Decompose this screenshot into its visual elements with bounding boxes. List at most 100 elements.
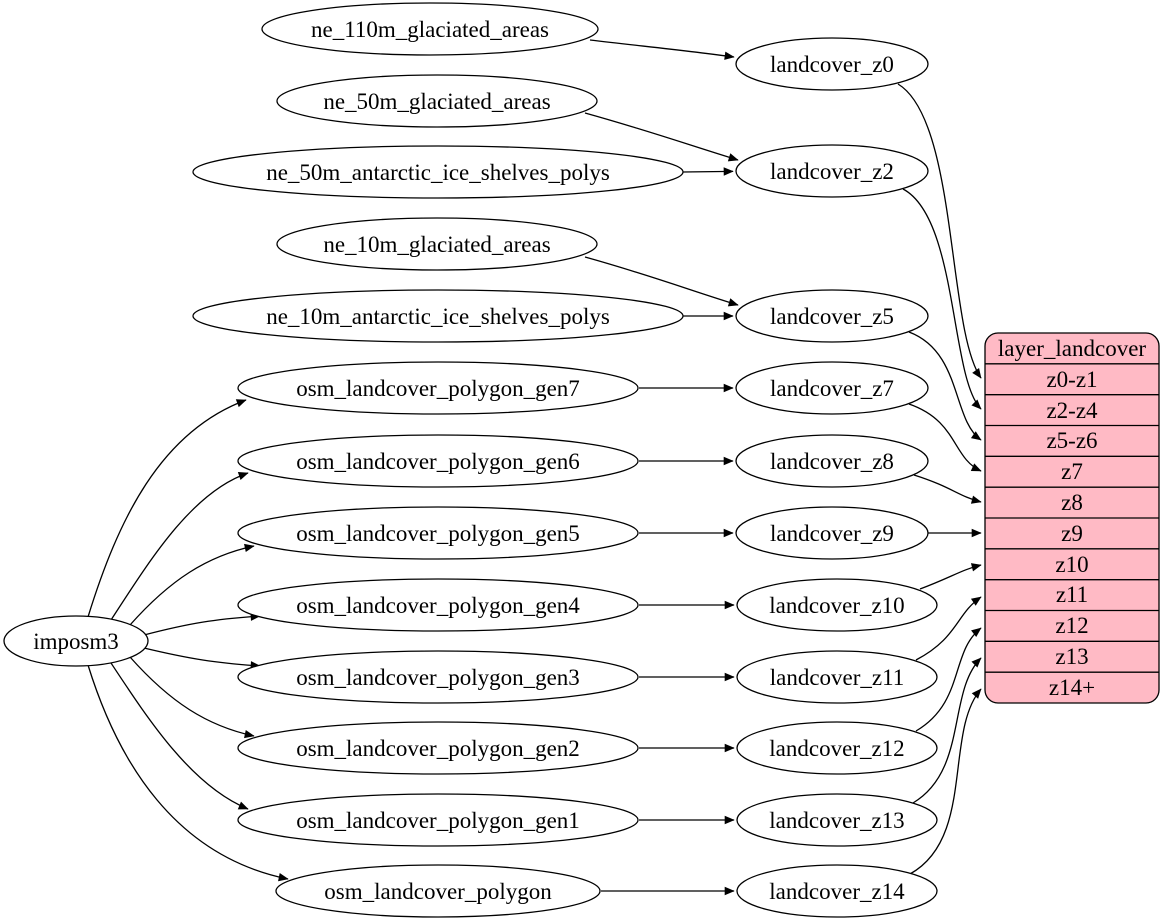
node-landcover-z10: landcover_z10 [736, 578, 938, 632]
node-osm-landcover-polygon-gen4: osm_landcover_polygon_gen4 [237, 578, 639, 632]
node-layer-landcover: layer_landcover z0-z1 z2-z4 z5-z6 z7 z8 … [984, 332, 1160, 704]
node-shape [237, 506, 639, 560]
node-shape [735, 144, 929, 198]
node-label: landcover_z12 [769, 736, 904, 761]
edge-imposm3-to-osm-landcover-polygon-gen4 [143, 612, 261, 636]
edge-ne-50m-glaciated-areas-to-landcover-z2 [584, 112, 739, 162]
edge-landcover-z5-to-row-z5-z6 [908, 331, 982, 441]
node-landcover-z2: landcover_z2 [735, 144, 929, 198]
record-row-z13: z13 [1055, 644, 1088, 669]
node-label: landcover_z7 [770, 376, 894, 401]
node-label: imposm3 [33, 629, 119, 654]
node-shape [275, 864, 601, 918]
node-label: landcover_z0 [770, 52, 894, 77]
node-label: osm_landcover_polygon [324, 879, 552, 904]
node-osm-landcover-polygon: osm_landcover_polygon [275, 864, 601, 918]
node-shape [192, 145, 684, 199]
record-row-z2-z4: z2-z4 [1046, 398, 1098, 423]
node-osm-landcover-polygon-gen5: osm_landcover_polygon_gen5 [237, 506, 639, 560]
node-shape [736, 578, 938, 632]
record-row-z8: z8 [1061, 490, 1083, 515]
node-shape [735, 434, 929, 488]
node-ne-10m-antarctic-ice-shelves-polys: ne_10m_antarctic_ice_shelves_polys [192, 289, 684, 343]
edge-landcover-z12-to-row-z12 [915, 627, 982, 732]
node-label: osm_landcover_polygon_gen4 [296, 593, 580, 618]
edge-imposm3-to-osm-landcover-polygon-gen7 [87, 399, 247, 618]
record-row-z5-z6: z5-z6 [1046, 428, 1097, 453]
record-row-z10: z10 [1055, 552, 1088, 577]
edge-imposm3-to-osm-landcover-polygon [87, 664, 289, 882]
node-label: landcover_z10 [769, 593, 904, 618]
record-title: layer_landcover [998, 336, 1146, 361]
node-label: landcover_z9 [770, 521, 894, 546]
edge-landcover-z13-to-row-z13 [912, 657, 982, 804]
edge-imposm3-to-osm-landcover-polygon-gen1 [110, 662, 249, 810]
node-ne-10m-glaciated-areas: ne_10m_glaciated_areas [276, 217, 598, 271]
node-label: osm_landcover_polygon_gen6 [296, 449, 580, 474]
edge-imposm3-to-osm-landcover-polygon-gen3 [143, 647, 261, 670]
record-row-z11: z11 [1056, 582, 1088, 607]
node-landcover-z8: landcover_z8 [735, 434, 929, 488]
node-label: osm_landcover_polygon_gen1 [296, 808, 580, 833]
node-label: ne_110m_glaciated_areas [311, 17, 549, 42]
node-shape [736, 864, 938, 918]
edge-imposm3-to-osm-landcover-polygon-gen5 [129, 543, 255, 626]
node-landcover-z5: landcover_z5 [735, 289, 929, 343]
edge-landcover-z10-to-row-z10 [919, 563, 982, 590]
record-row-z14plus: z14+ [1049, 675, 1095, 700]
node-label: ne_50m_glaciated_areas [323, 89, 550, 114]
node-shape [735, 361, 929, 415]
node-shape [736, 721, 938, 775]
node-label: landcover_z11 [770, 665, 905, 690]
node-label: landcover_z8 [770, 449, 894, 474]
edge-landcover-z14-to-row-z14plus [909, 688, 982, 875]
node-landcover-z7: landcover_z7 [735, 361, 929, 415]
node-label: ne_50m_antarctic_ice_shelves_polys [266, 160, 610, 185]
node-shape [276, 217, 598, 271]
record-row-z9: z9 [1061, 521, 1083, 546]
node-label: landcover_z14 [769, 879, 905, 904]
edge-imposm3-to-osm-landcover-polygon-gen2 [129, 656, 255, 739]
node-label: landcover_z2 [770, 159, 894, 184]
node-osm-landcover-polygon-gen1: osm_landcover_polygon_gen1 [237, 793, 639, 847]
edge-ne-50m-antarctic-ice-shelves-polys-to-landcover-z2 [682, 167, 734, 176]
node-landcover-z12: landcover_z12 [736, 721, 938, 775]
node-label: osm_landcover_polygon_gen3 [296, 665, 580, 690]
edge-landcover-z8-to-row-z8 [913, 474, 982, 504]
node-label: osm_landcover_polygon_gen5 [296, 521, 580, 546]
node-shape [735, 506, 929, 560]
node-shape [3, 615, 149, 667]
node-shape [237, 650, 639, 704]
node-shape [276, 74, 598, 128]
edge-ne-10m-glaciated-areas-to-landcover-z5 [584, 256, 739, 307]
node-label: osm_landcover_polygon_gen2 [296, 736, 580, 761]
node-osm-landcover-polygon-gen2: osm_landcover_polygon_gen2 [237, 721, 639, 775]
node-shape [735, 37, 929, 91]
node-label: osm_landcover_polygon_gen7 [296, 376, 580, 401]
node-shape [192, 289, 684, 343]
node-shape [237, 361, 639, 415]
record-row-z0-z1: z0-z1 [1046, 367, 1097, 392]
edge-landcover-z2-to-row-z2-z4 [902, 188, 982, 410]
edge-imposm3-to-osm-landcover-polygon-gen6 [110, 472, 249, 621]
node-osm-landcover-polygon-gen6: osm_landcover_polygon_gen6 [237, 434, 639, 488]
node-landcover-z14: landcover_z14 [736, 864, 938, 918]
node-label: ne_10m_glaciated_areas [323, 232, 550, 257]
node-shape [237, 434, 639, 488]
node-shape [736, 793, 938, 847]
record-row-z7: z7 [1061, 459, 1083, 484]
node-ne-50m-glaciated-areas: ne_50m_glaciated_areas [276, 74, 598, 128]
edge-landcover-z11-to-row-z11 [915, 596, 982, 661]
node-shape [735, 289, 929, 343]
node-label: ne_10m_antarctic_ice_shelves_polys [266, 304, 610, 329]
edge-landcover-z0-to-row-z0-z1 [897, 83, 982, 379]
node-label: landcover_z13 [769, 808, 904, 833]
node-shape [237, 793, 639, 847]
edge-landcover-z7-to-row-z7 [908, 403, 982, 472]
node-landcover-z0: landcover_z0 [735, 37, 929, 91]
node-landcover-z9: landcover_z9 [735, 506, 929, 560]
record-row-z12: z12 [1055, 613, 1088, 638]
node-ne-50m-antarctic-ice-shelves-polys: ne_50m_antarctic_ice_shelves_polys [192, 145, 684, 199]
